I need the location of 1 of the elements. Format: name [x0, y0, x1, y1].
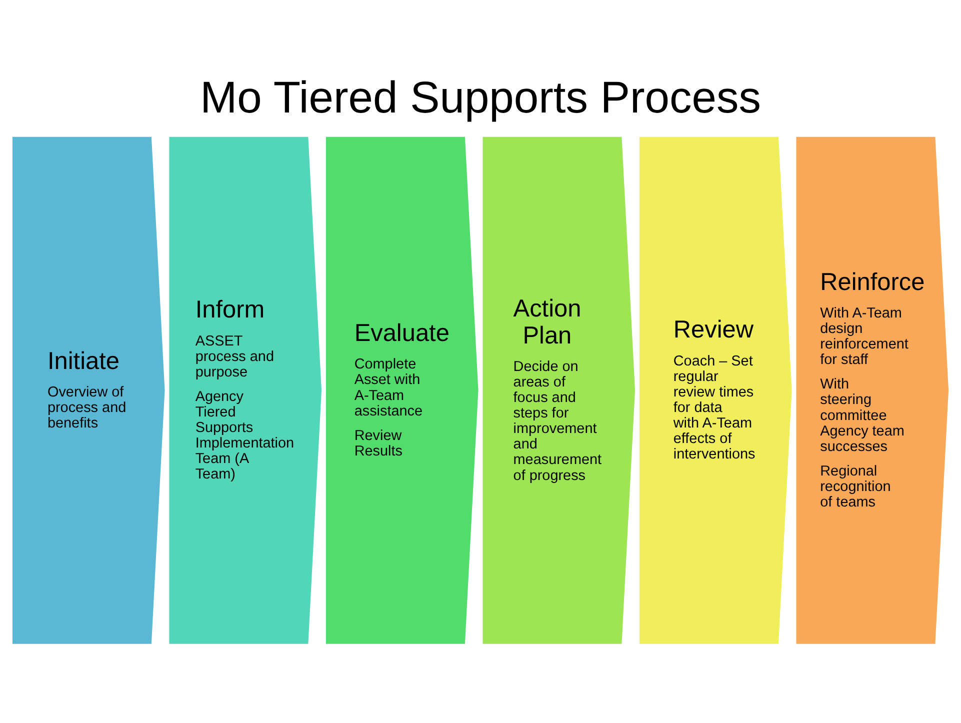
- diagram-title: Mo Tiered Supports Process: [200, 73, 761, 122]
